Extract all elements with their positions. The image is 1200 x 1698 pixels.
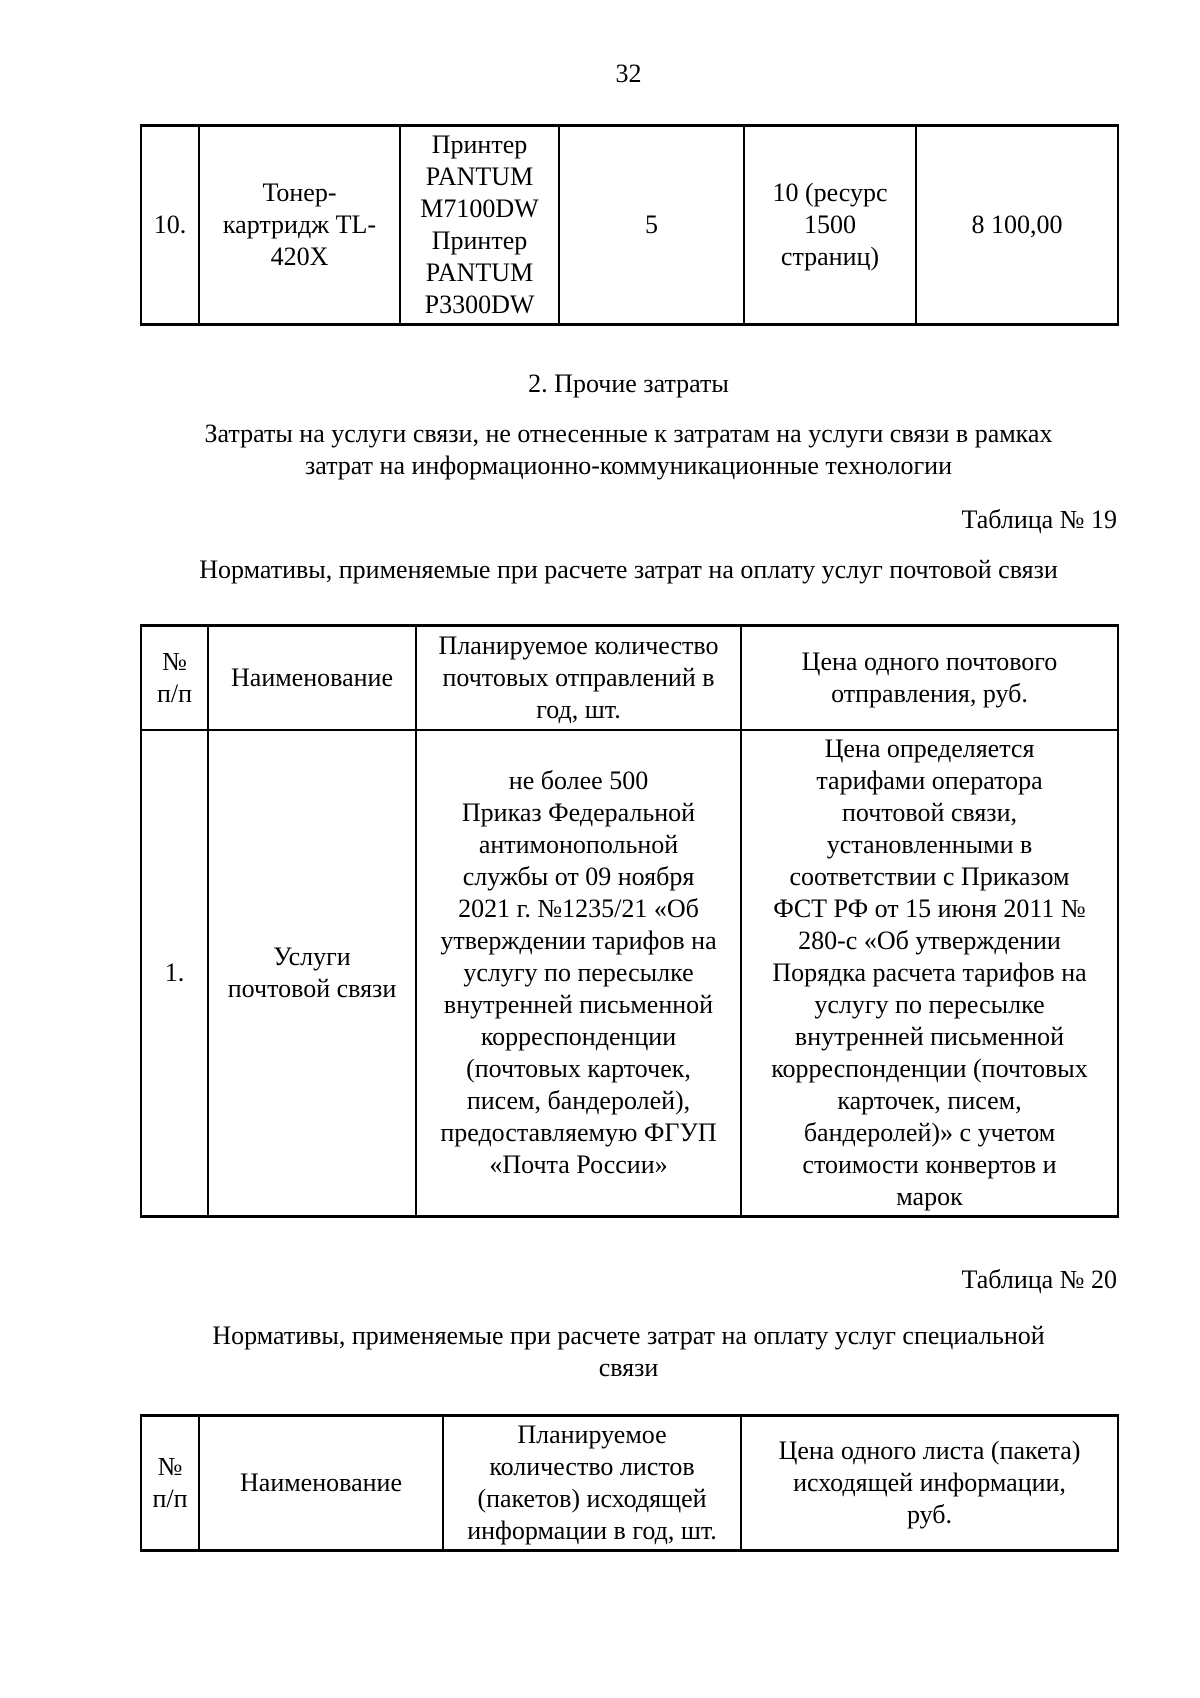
page-content: 32 10. Тонер- картридж TL- 420X Принтер … [140, 58, 1119, 1552]
cell-item-name: Тонер- картридж TL- 420X [198, 124, 401, 326]
toner-cartridge-table: 10. Тонер- картридж TL- 420X Принтер PAN… [140, 124, 1119, 326]
header-planned-quantity: Планируемое количество почтовых отправле… [415, 624, 742, 731]
header-unit-price: Цена одного почтового отправления, руб. [740, 624, 1119, 731]
cell-row-number: 1. [140, 728, 209, 1217]
cell-resource: 10 (ресурс 1500 страниц) [743, 124, 917, 326]
postal-services-table: № п/п Наименование Планируемое количеств… [140, 624, 1119, 1218]
section-intro-paragraph: Затраты на услуги связи, не отнесенные к… [204, 419, 1053, 480]
cell-device: Принтер PANTUM M7100DW Принтер PANTUM P3… [399, 124, 560, 326]
cell-unit-price: Цена определяется тарифами оператора поч… [740, 728, 1119, 1217]
table19-caption: Нормативы, применяемые при расчете затра… [199, 555, 1058, 584]
header-row-number: № п/п [140, 1414, 200, 1551]
cell-service-name: Услуги почтовой связи [207, 728, 417, 1217]
table19-data-row: 1. Услуги почтовой связи не более 500 Пр… [140, 728, 1119, 1217]
cell-row-number: 10. [140, 124, 200, 326]
table19-header-row: № п/п Наименование Планируемое количеств… [140, 624, 1119, 731]
header-name: Наименование [207, 624, 417, 731]
header-planned-quantity: Планируемое количество листов (пакетов) … [442, 1414, 742, 1551]
table20-label: Таблица № 20 [961, 1264, 1117, 1294]
table20-header-row: № п/п Наименование Планируемое количеств… [140, 1414, 1119, 1551]
cell-quantity: 5 [558, 124, 745, 326]
special-communication-table: № п/п Наименование Планируемое количеств… [140, 1413, 1119, 1552]
header-unit-price: Цена одного листа (пакета) исходящей инф… [740, 1414, 1119, 1551]
cell-price: 8 100,00 [915, 124, 1119, 326]
table20-caption: Нормативы, применяемые при расчете затра… [212, 1320, 1045, 1382]
cell-planned-quantity: не более 500 Приказ Федеральной антимоно… [415, 728, 742, 1217]
table19-label: Таблица № 19 [961, 505, 1117, 534]
header-name: Наименование [198, 1414, 444, 1551]
header-row-number: № п/п [140, 624, 209, 731]
section-heading: 2. Прочие затраты [528, 369, 729, 398]
page-number: 32 [615, 59, 642, 88]
toner-table-row: 10. Тонер- картридж TL- 420X Принтер PAN… [140, 124, 1119, 326]
